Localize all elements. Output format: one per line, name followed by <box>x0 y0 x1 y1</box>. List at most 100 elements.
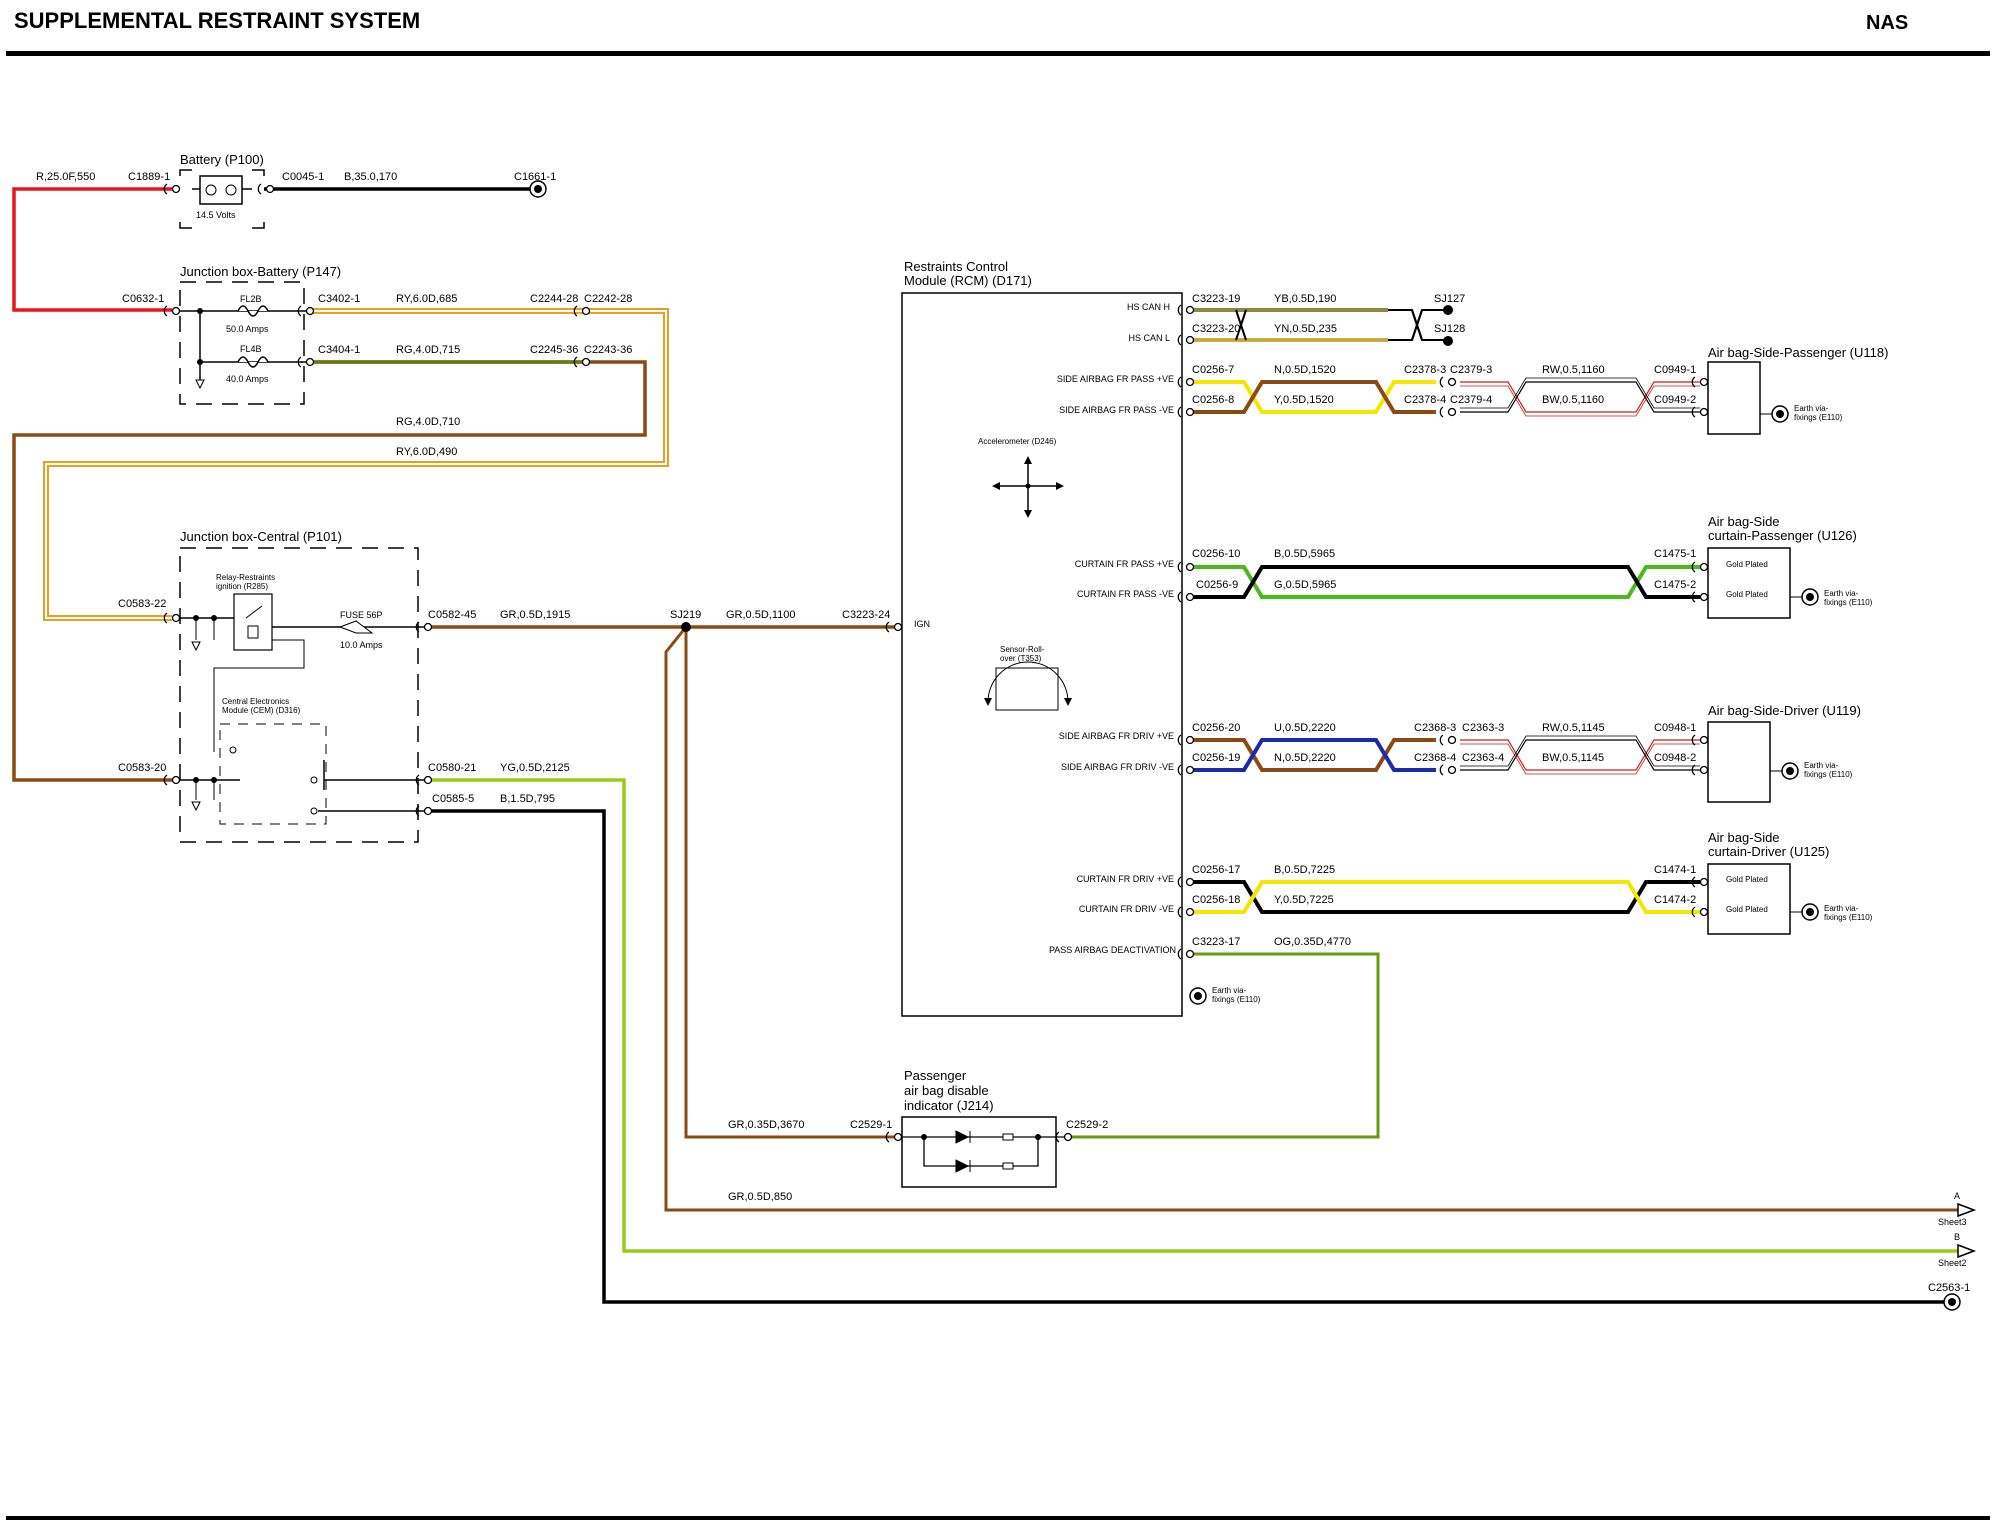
passenger-indicator <box>896 1116 1068 1188</box>
wire-label: BW,0.5,1160 <box>1542 394 1604 406</box>
splice-sj128 <box>1443 336 1453 346</box>
connector-label: C2379-4 <box>1450 394 1492 406</box>
connector-label: C1474-2 <box>1654 894 1696 906</box>
wire-label: RW,0.5,1145 <box>1542 722 1605 734</box>
connector-label: C0256-18 <box>1192 894 1240 906</box>
connector-label: C0256-7 <box>1192 364 1234 376</box>
sheet3-letter: A <box>1954 1191 1960 1201</box>
rcm-pin: PASS AIRBAG DEACTIVATION <box>1049 945 1176 955</box>
battery <box>179 169 265 229</box>
battery-voltage: 14.5 Volts <box>196 210 236 220</box>
rcm-pin: CURTAIN FR PASS +VE <box>1075 559 1174 569</box>
gold-plated-label: Gold Plated <box>1726 560 1768 569</box>
fuse-rating: 10.0 Amps <box>340 640 383 650</box>
wire-og-4770 <box>1068 952 1380 1139</box>
connector-label: C2245-36 <box>530 344 578 356</box>
rcm-pin: CURTAIN FR PASS -VE <box>1077 589 1174 599</box>
connector-label: C0256-9 <box>1196 579 1238 591</box>
junction-box-central <box>178 547 428 843</box>
rcm-pin: HS CAN L <box>1128 333 1170 343</box>
wire-label: B,0.5D,5965 <box>1274 548 1335 560</box>
earth-rcm-icon <box>1189 987 1207 1005</box>
connector-label: SJ127 <box>1434 293 1465 305</box>
wire-label: U,0.5D,2220 <box>1274 722 1336 734</box>
wire-label: GR,0.35D,3670 <box>728 1119 804 1131</box>
earth-curtain-driv-icon <box>1801 903 1819 921</box>
rcm-pin: SIDE AIRBAG FR PASS +VE <box>1057 374 1174 384</box>
connector-label: C0256-8 <box>1192 394 1234 406</box>
connector-label: C0632-1 <box>122 293 164 305</box>
sheet2-arrow <box>1957 1243 1977 1259</box>
ab-side-pass-earth: Earth via-fixings (E110) <box>1794 404 1843 422</box>
sheet3-arrow <box>1957 1202 1977 1218</box>
wire-label: RG,4.0D,715 <box>396 344 460 356</box>
connector-label: C0948-1 <box>1654 722 1696 734</box>
sheet2-letter: B <box>1954 1232 1960 1242</box>
connector-label: C0045-1 <box>282 171 324 183</box>
header-rule <box>6 51 1990 56</box>
connector-label: C2363-4 <box>1462 752 1504 764</box>
connector-label: C0583-22 <box>118 598 166 610</box>
airbag-curtain-passenger-box <box>1707 547 1791 619</box>
wire-can-pair <box>1190 308 1448 342</box>
rcm-pin: CURTAIN FR DRIV -VE <box>1079 904 1174 914</box>
connector-label: C2363-3 <box>1462 722 1504 734</box>
gold-plated-label: Gold Plated <box>1726 905 1768 914</box>
wire-label: RY,6.0D,490 <box>396 446 457 458</box>
connector-label: C0256-20 <box>1192 722 1240 734</box>
connector-label: C1474-1 <box>1654 864 1696 876</box>
airbag-side-passenger-box <box>1707 361 1761 435</box>
connector-label: C0949-1 <box>1654 364 1696 376</box>
jb-central-label: Junction box-Central (P101) <box>180 529 342 544</box>
connector-label: C3402-1 <box>318 293 360 305</box>
rcm-pin: CURTAIN FR DRIV +VE <box>1077 874 1174 884</box>
connector-label: C3223-20 <box>1192 323 1240 335</box>
connector-labels: C1889-1 C0045-1 C1661-1 C0632-1 C3402-1 … <box>118 171 1970 1294</box>
connector-label: C0583-20 <box>118 762 166 774</box>
earth-side-driv-icon <box>1781 762 1799 780</box>
wire-yg-2125 <box>428 778 1964 1253</box>
ring-terminal-c1661 <box>529 180 547 198</box>
connector-label: C1661-1 <box>514 171 556 183</box>
airbag-curtain-driver-box <box>1707 863 1791 935</box>
connector-label: C3223-19 <box>1192 293 1240 305</box>
rcm-pin: HS CAN H <box>1127 302 1170 312</box>
wire-red-battery <box>12 187 172 312</box>
connector-label: C2244-28 <box>530 293 578 305</box>
wire-label: Y,0.5D,1520 <box>1274 394 1334 406</box>
wire-label: N,0.5D,1520 <box>1274 364 1336 376</box>
wire-label: YB,0.5D,190 <box>1274 293 1336 305</box>
ign-label: IGN <box>914 619 930 629</box>
connector-label: C0256-10 <box>1192 548 1240 560</box>
ring-terminal-c2563 <box>1943 1293 1961 1311</box>
ab-curtain-driv-earth: Earth via-fixings (E110) <box>1824 904 1873 922</box>
splice-sj219 <box>681 622 691 632</box>
wire-ry-inner <box>45 310 667 619</box>
wire-side-driv-pair <box>1190 735 1700 775</box>
wires <box>12 187 1964 1304</box>
connector-label: C0949-2 <box>1654 394 1696 406</box>
ab-side-pass-label: Air bag-Side-Passenger (U118) <box>1708 345 1888 360</box>
connector-label: C0256-17 <box>1192 864 1240 876</box>
rcm-pin-labels: HS CAN H HS CAN L SIDE AIRBAG FR PASS +V… <box>1049 302 1176 955</box>
connector-label: C0948-2 <box>1654 752 1696 764</box>
connector-label: C1475-1 <box>1654 548 1696 560</box>
junction-box-battery <box>178 281 310 405</box>
connector-label: C0582-45 <box>428 609 476 621</box>
rcm-module <box>901 292 1183 1017</box>
wire-label: RG,4.0D,710 <box>396 416 460 428</box>
wire-label: B,1.5D,795 <box>500 793 555 805</box>
connector-label: C3223-17 <box>1192 936 1240 948</box>
connector-label: C2529-2 <box>1066 1119 1108 1131</box>
region-label: NAS <box>1866 12 1909 34</box>
connector-label: C2529-1 <box>850 1119 892 1131</box>
ab-side-driv-label: Air bag-Side-Driver (U119) <box>1708 703 1861 718</box>
fuse-label: FUSE 56P <box>340 610 383 620</box>
rcm-pin: SIDE AIRBAG FR DRIV -VE <box>1061 762 1174 772</box>
wire-b-795 <box>428 809 1946 1304</box>
connector-label: C1475-2 <box>1654 579 1696 591</box>
